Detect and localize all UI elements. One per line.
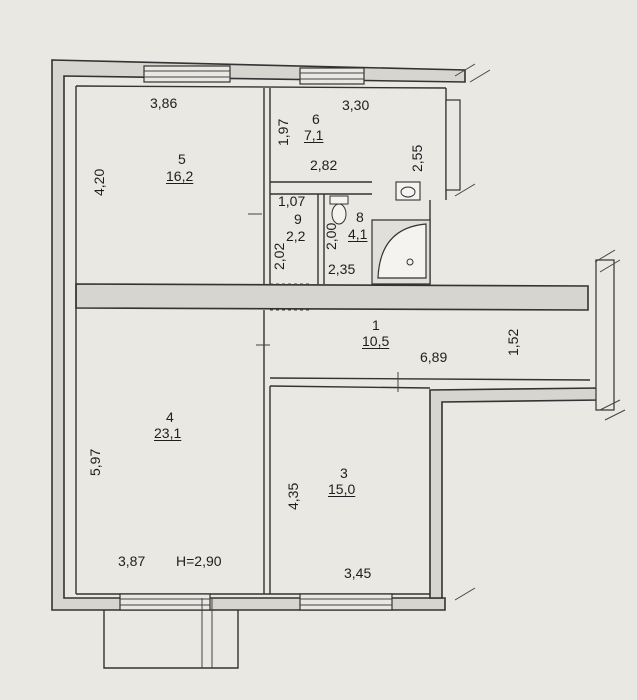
room-1-number: 1	[372, 317, 380, 333]
dim-387: 3,87	[118, 553, 146, 569]
room-8-area: 4,1	[348, 226, 368, 242]
dim-330: 3,30	[342, 97, 370, 113]
room-6-number: 6	[312, 111, 320, 127]
dim-597: 5,97	[87, 448, 103, 476]
dim-282: 2,82	[310, 157, 338, 173]
room-9-number: 9	[294, 211, 302, 227]
dim-202: 2,02	[271, 242, 287, 270]
dim-197: 1,97	[275, 118, 291, 146]
dim-255: 2,55	[409, 144, 425, 172]
toilet-icon	[329, 195, 349, 225]
dim-152: 1,52	[505, 328, 521, 356]
dim-386: 3,86	[150, 95, 178, 111]
room-4-area: 23,1	[154, 425, 182, 441]
dim-235: 2,35	[328, 261, 356, 277]
washbasin-icon	[395, 181, 421, 201]
dim-435: 4,35	[285, 482, 301, 510]
dim-200: 2,00	[323, 222, 339, 250]
dim-345: 3,45	[344, 565, 372, 581]
room-3-area: 15,0	[328, 481, 356, 497]
room-5-area: 16,2	[166, 168, 194, 184]
dim-420: 4,20	[91, 168, 107, 196]
room-5-number: 5	[178, 151, 186, 167]
dim-107: 1,07	[278, 193, 306, 209]
room-9-area: 2,2	[286, 228, 306, 244]
room-4-number: 4	[166, 409, 174, 425]
bathtub-icon	[371, 219, 431, 285]
room-6-area: 7,1	[304, 127, 324, 143]
break-marks	[454, 63, 626, 601]
dim-689: 6,89	[420, 349, 448, 365]
balcony	[103, 598, 239, 669]
height-note: H=2,90	[176, 553, 222, 569]
window-icon	[119, 65, 615, 611]
room-8-number: 8	[356, 209, 364, 225]
room-3-number: 3	[340, 465, 348, 481]
door-icon	[248, 213, 399, 392]
room-1-area: 10,5	[362, 333, 390, 349]
